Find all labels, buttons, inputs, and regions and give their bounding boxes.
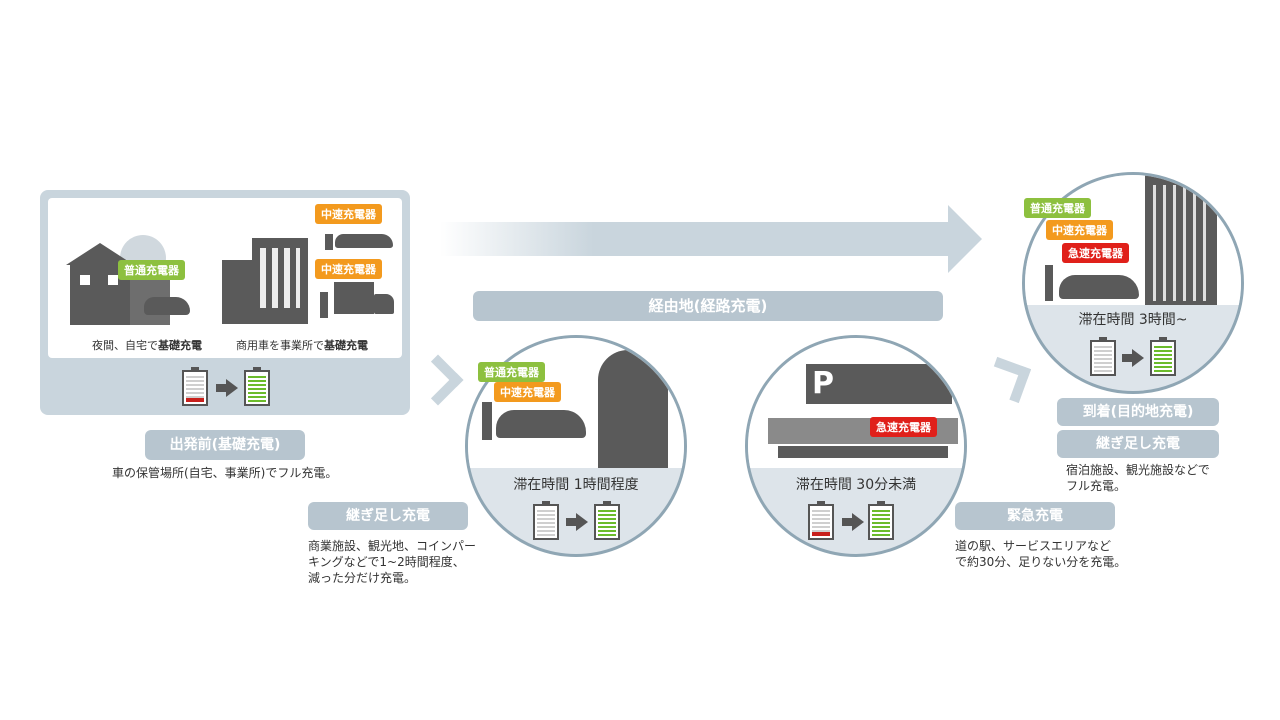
dest-battery-low-icon: [1090, 337, 1116, 376]
destination-stay-time: 滞在時間 3時間~: [1078, 312, 1188, 328]
woman-silhouette: [598, 350, 668, 468]
flow-arrow-top: [440, 222, 950, 256]
cafe-battery-low-icon: [533, 501, 559, 540]
flow-arrow-right: [984, 356, 1032, 404]
highway-battery-low-icon: [808, 501, 834, 540]
destination-desc-line-2: フル充電。: [1066, 479, 1127, 493]
highway-battery-full-icon: [868, 501, 894, 540]
service-sign: [806, 364, 952, 404]
dest-battery-arrow-icon: [1122, 349, 1144, 367]
highway-battery-arrow-icon: [842, 513, 864, 531]
destination-label-2: 継ぎ足し充電: [1057, 430, 1219, 458]
highway-desc: 道の駅、サービスエリアなど で約30分、足りない分を充電。: [955, 538, 1126, 570]
home-charge-bold: 基礎充電: [158, 339, 202, 352]
house-illustration: [66, 235, 200, 325]
battery-low-icon: [182, 367, 208, 406]
departure-title: 出発前(基礎充電): [145, 430, 305, 460]
office-illustration: [222, 238, 322, 324]
destination-desc-line-1: 宿泊施設、観光施設などで: [1066, 463, 1210, 477]
dest-battery-full-icon: [1150, 337, 1176, 376]
bubble-dest-1: 普通充電器: [1024, 198, 1091, 218]
bubble-office-charger-2: 中速充電器: [315, 259, 382, 279]
cafe-battery-full-icon: [594, 501, 620, 540]
cafe-desc: 商業施設、観光地、コインパー キングなどで1~2時間程度、 減った分だけ充電。: [308, 538, 476, 586]
battery-arrow-icon: [216, 379, 238, 397]
destination-car: [1059, 275, 1139, 299]
office-car-icon: [325, 228, 395, 252]
cafe-stay-time: 滞在時間 1時間程度: [513, 477, 639, 493]
highway-stay-time: 滞在時間 30分未満: [795, 477, 917, 493]
destination-desc: 宿泊施設、観光施設などで フル充電。: [1066, 462, 1210, 494]
route-bar: 経由地(経路充電): [473, 291, 943, 321]
parked-cars: [778, 446, 948, 458]
home-charge-caption: 夜間、自宅で基礎充電: [92, 338, 202, 354]
highway-label: 緊急充電: [955, 502, 1115, 530]
car-silhouette: [496, 410, 586, 438]
truck-icon: [320, 282, 400, 322]
office-charge-bold: 基礎充電: [324, 339, 368, 352]
office-charge-caption: 商用車を事業所で基礎充電: [236, 338, 368, 354]
highway-desc-line-1: 道の駅、サービスエリアなど: [955, 539, 1112, 553]
flow-arrow-left: [412, 354, 464, 406]
highway-desc-line-2: で約30分、足りない分を充電。: [955, 555, 1127, 569]
cafe-desc-line-2: キングなどで1~2時間程度、: [308, 555, 465, 569]
office-charge-text: 商用車を事業所で: [236, 339, 324, 352]
bubble-dest-2: 中速充電器: [1046, 220, 1113, 240]
destination-label-1: 到着(目的地充電): [1057, 398, 1219, 426]
parking-sign-p: P: [812, 366, 834, 401]
bubble-office-charger-1: 中速充電器: [315, 204, 382, 224]
bubble-dest-3: 急速充電器: [1062, 243, 1129, 263]
home-charge-text: 夜間、自宅で: [92, 339, 158, 352]
bubble-home-charger: 普通充電器: [118, 260, 185, 280]
flow-arrow-top-head: [948, 205, 982, 273]
battery-full-icon: [244, 367, 270, 406]
cafe-battery-arrow-icon: [566, 513, 588, 531]
cafe-desc-line-1: 商業施設、観光地、コインパー: [308, 539, 477, 553]
cafe-label: 継ぎ足し充電: [308, 502, 468, 530]
bubble-highway: 急速充電器: [870, 417, 937, 437]
bubble-cafe-2: 中速充電器: [494, 382, 561, 402]
bubble-cafe-1: 普通充電器: [478, 362, 545, 382]
cafe-desc-line-3: 減った分だけ充電。: [308, 571, 417, 585]
departure-desc: 車の保管場所(自宅、事業所)でフル充電。: [112, 466, 338, 480]
